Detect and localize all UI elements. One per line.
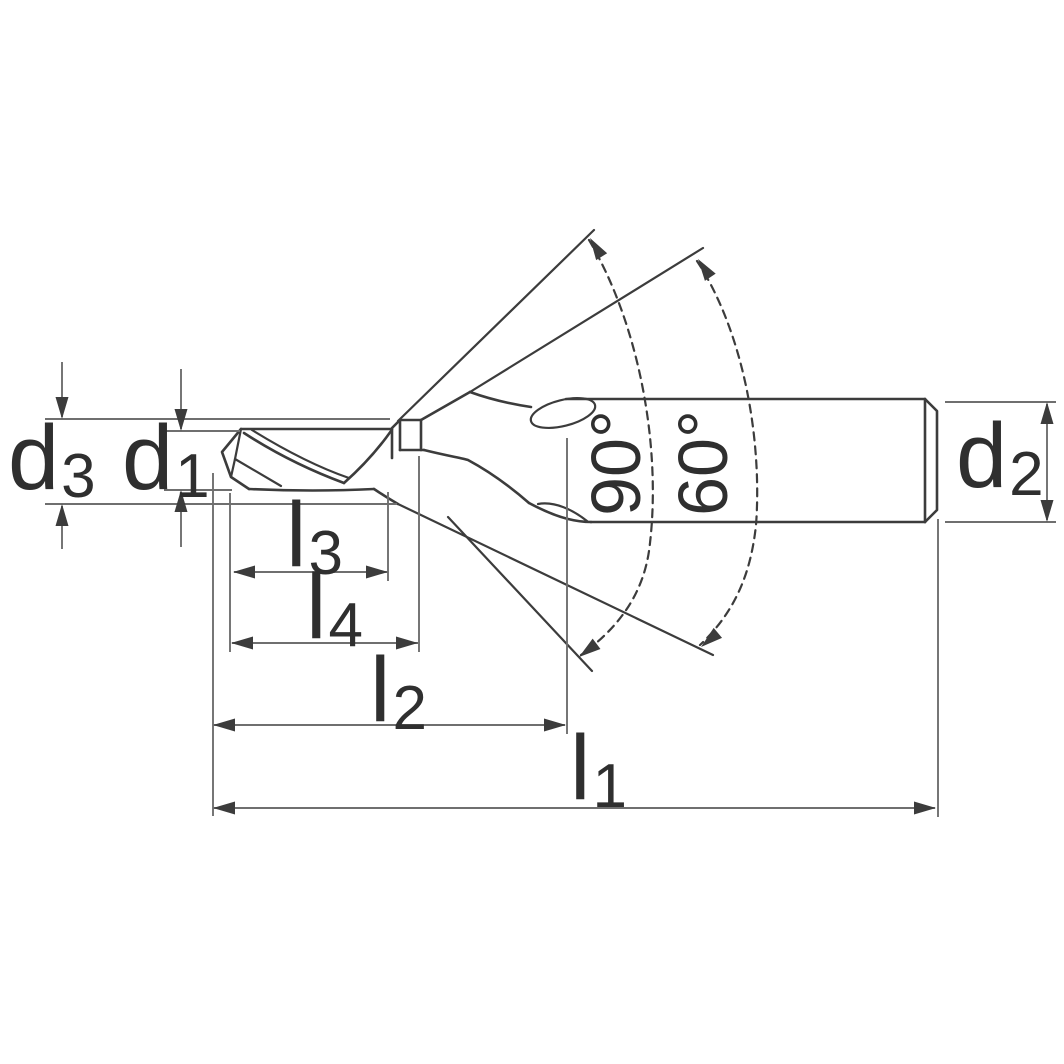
arrowhead — [366, 565, 388, 579]
arrowhead — [1040, 402, 1054, 424]
angle-60-lower-leg — [396, 502, 715, 657]
drill-outline — [220, 390, 939, 524]
arrowhead — [174, 409, 188, 431]
dimension-l1: l1 — [213, 717, 936, 821]
label-l3: l3 — [286, 484, 343, 588]
arrowhead — [233, 565, 255, 579]
tip-outline — [220, 427, 251, 491]
flute-spiral-1b — [250, 428, 351, 480]
label-d1-base: d — [122, 407, 173, 509]
flute-spiral-2 — [342, 429, 393, 485]
label-l1: l1 — [570, 717, 627, 821]
pilot-bottom-edge — [247, 487, 376, 492]
label-d3-base: d — [8, 407, 59, 509]
angle-90-lower-leg — [446, 515, 594, 673]
cone-lower-edge — [422, 448, 531, 505]
arrowhead — [579, 638, 601, 657]
label-l3-sub: 3 — [308, 519, 342, 588]
dimension-d1: d1 — [122, 369, 240, 547]
step-lower-silhouette — [372, 487, 400, 506]
arrowhead — [213, 718, 235, 732]
dimension-d3: d3 — [8, 362, 397, 549]
arrowhead — [701, 627, 723, 647]
label-l1-base: l — [570, 717, 590, 819]
angle-arcs — [579, 238, 759, 657]
arrowhead — [396, 636, 418, 650]
label-l3-base: l — [286, 484, 306, 586]
label-angle-90: 90° — [577, 410, 655, 516]
step-collar — [372, 418, 426, 506]
dimension-l2: l2 — [213, 639, 566, 743]
label-angle-60: 60° — [664, 410, 742, 516]
arrowhead — [590, 238, 608, 261]
label-l2-sub: 2 — [392, 674, 426, 743]
label-l1-sub: 1 — [592, 752, 626, 821]
arrowhead — [544, 718, 566, 732]
arrowhead — [698, 259, 716, 281]
shank — [564, 397, 939, 524]
flute-opening-ellipse — [529, 396, 597, 430]
label-l4: l4 — [306, 556, 363, 660]
angle-90-upper-leg — [396, 228, 596, 423]
shank-end-chamfer — [923, 397, 939, 524]
label-d2-base: d — [956, 405, 1007, 507]
arrowhead — [174, 490, 188, 512]
label-d3: d3 — [8, 407, 96, 511]
label-d3-sub: 3 — [61, 442, 95, 511]
angle-labels: 90° 60° — [577, 410, 742, 516]
cutting-lip-line — [233, 457, 283, 488]
angle-90-arc — [579, 238, 654, 657]
label-l2-base: l — [370, 639, 390, 741]
label-l4-base: l — [306, 556, 326, 658]
countersink-cone — [419, 390, 597, 524]
label-l4-sub: 4 — [328, 591, 362, 660]
arrowhead — [55, 504, 69, 526]
arrowhead — [55, 397, 69, 419]
label-d2-sub: 2 — [1009, 440, 1043, 509]
flute-bottom-arc — [536, 502, 589, 523]
label-l2: l2 — [370, 639, 427, 743]
cone-base-curve — [527, 501, 593, 524]
arrowhead — [914, 801, 936, 815]
dimension-d2: d2 — [945, 401, 1056, 523]
angle-60-arc — [695, 259, 759, 647]
angle-60-upper-leg — [468, 246, 705, 394]
flute-spiral-1 — [242, 431, 346, 485]
arrowhead — [1040, 500, 1054, 522]
label-d1-sub: 1 — [175, 442, 209, 511]
pilot-drill — [220, 427, 394, 492]
arrowhead — [231, 636, 253, 650]
dimension-l4: l4 — [231, 556, 418, 660]
label-d2: d2 — [956, 405, 1044, 509]
angle-construction-lines — [396, 228, 715, 673]
label-d1: d1 — [122, 407, 210, 511]
cone-upper-edge — [419, 390, 472, 422]
extension-lines — [212, 438, 939, 817]
cone-top-flute-curve — [468, 390, 533, 409]
dimension-l3: l3 — [233, 484, 388, 588]
arrowhead — [213, 801, 235, 815]
